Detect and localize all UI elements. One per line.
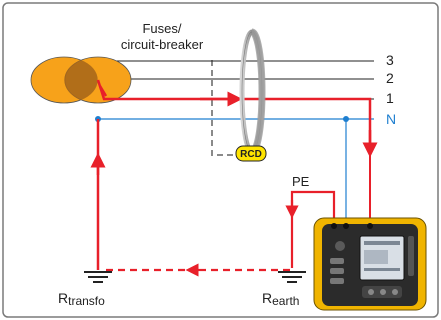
transformer-overlap: [64, 60, 98, 100]
line-2-label: 2: [386, 70, 394, 86]
fault-current-phase: [96, 79, 372, 148]
circuit-breaker-label: circuit-breaker: [121, 37, 204, 52]
line-1-label: 1: [386, 90, 394, 106]
pe-label: PE: [292, 174, 310, 189]
phase-origin: [98, 85, 108, 97]
earth-symbol-earth: [278, 271, 306, 283]
r-earth-label: Rearth: [262, 290, 299, 308]
fuse-rcd-link: [211, 60, 246, 156]
rcd-badge: [235, 145, 267, 162]
rcd-label: RCD: [240, 149, 262, 160]
installation-tester-icon: [313, 217, 427, 311]
fuses-label: Fuses/: [142, 21, 181, 36]
line-3-label: 3: [386, 52, 394, 68]
neutral-label: N: [386, 111, 396, 127]
r-transfo-label: Rtransfo: [58, 290, 105, 308]
earth-symbol-transfo: [84, 271, 112, 283]
pe-conductor: [290, 190, 336, 268]
